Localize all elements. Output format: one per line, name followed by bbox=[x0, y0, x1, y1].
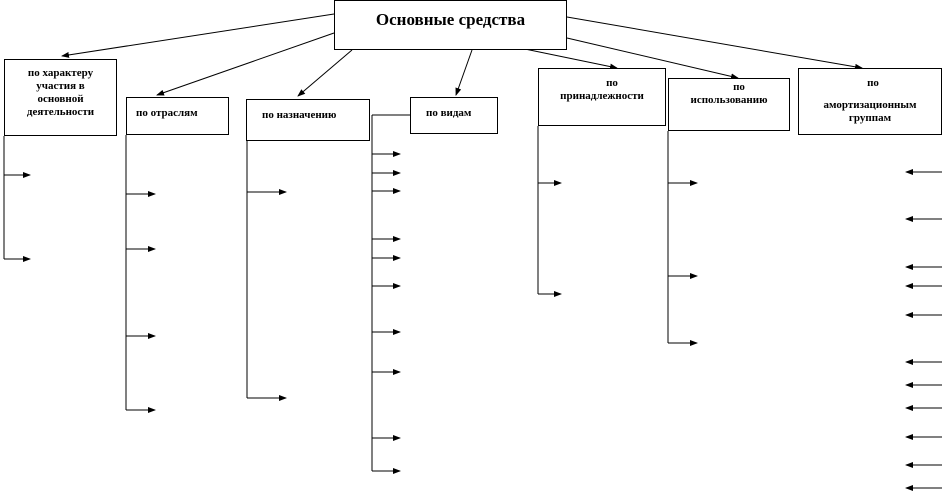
category-label-line: по видам bbox=[426, 107, 472, 119]
root-box: Основные средства bbox=[334, 0, 567, 50]
category-label-line: по bbox=[733, 81, 745, 93]
category-label-line: группам bbox=[848, 112, 892, 124]
category-box-ownership: по принадлежности bbox=[538, 68, 666, 126]
category-label-line: деятельности bbox=[26, 106, 95, 118]
category-box-depreciation: по амортизационным группам bbox=[798, 68, 942, 135]
connector-arrow bbox=[566, 16, 863, 70]
connector-arrow bbox=[455, 49, 473, 96]
connector-arrow bbox=[566, 37, 739, 80]
category-box-character: по характеру участия в основной деятельн… bbox=[4, 59, 117, 136]
category-label-line: по назначению bbox=[262, 109, 337, 121]
category-label-line: принадлежности bbox=[560, 90, 644, 102]
root-label: Основные средства bbox=[375, 10, 526, 29]
category-label-line: амортизационным bbox=[823, 99, 917, 111]
category-label-line: использованию bbox=[690, 94, 768, 106]
subitem-branches bbox=[3, 114, 942, 491]
category-label-line: по bbox=[867, 77, 879, 89]
category-label-line: основной bbox=[37, 93, 84, 105]
category-box-types: по видам bbox=[410, 97, 498, 134]
category-label-line: по характеру bbox=[27, 67, 94, 79]
root-connectors bbox=[61, 13, 863, 97]
category-label-line: участия в bbox=[36, 80, 85, 92]
category-box-purpose: по назначению bbox=[246, 99, 370, 141]
connector-arrow bbox=[297, 49, 353, 97]
category-label-line: по отраслям bbox=[136, 107, 198, 119]
connector-arrow bbox=[519, 47, 618, 70]
category-label-line: по bbox=[606, 77, 618, 89]
category-box-industry: по отраслям bbox=[126, 97, 229, 135]
connector-arrow bbox=[61, 13, 335, 58]
connector-arrow bbox=[156, 32, 335, 96]
category-box-usage: по использованию bbox=[668, 78, 790, 131]
